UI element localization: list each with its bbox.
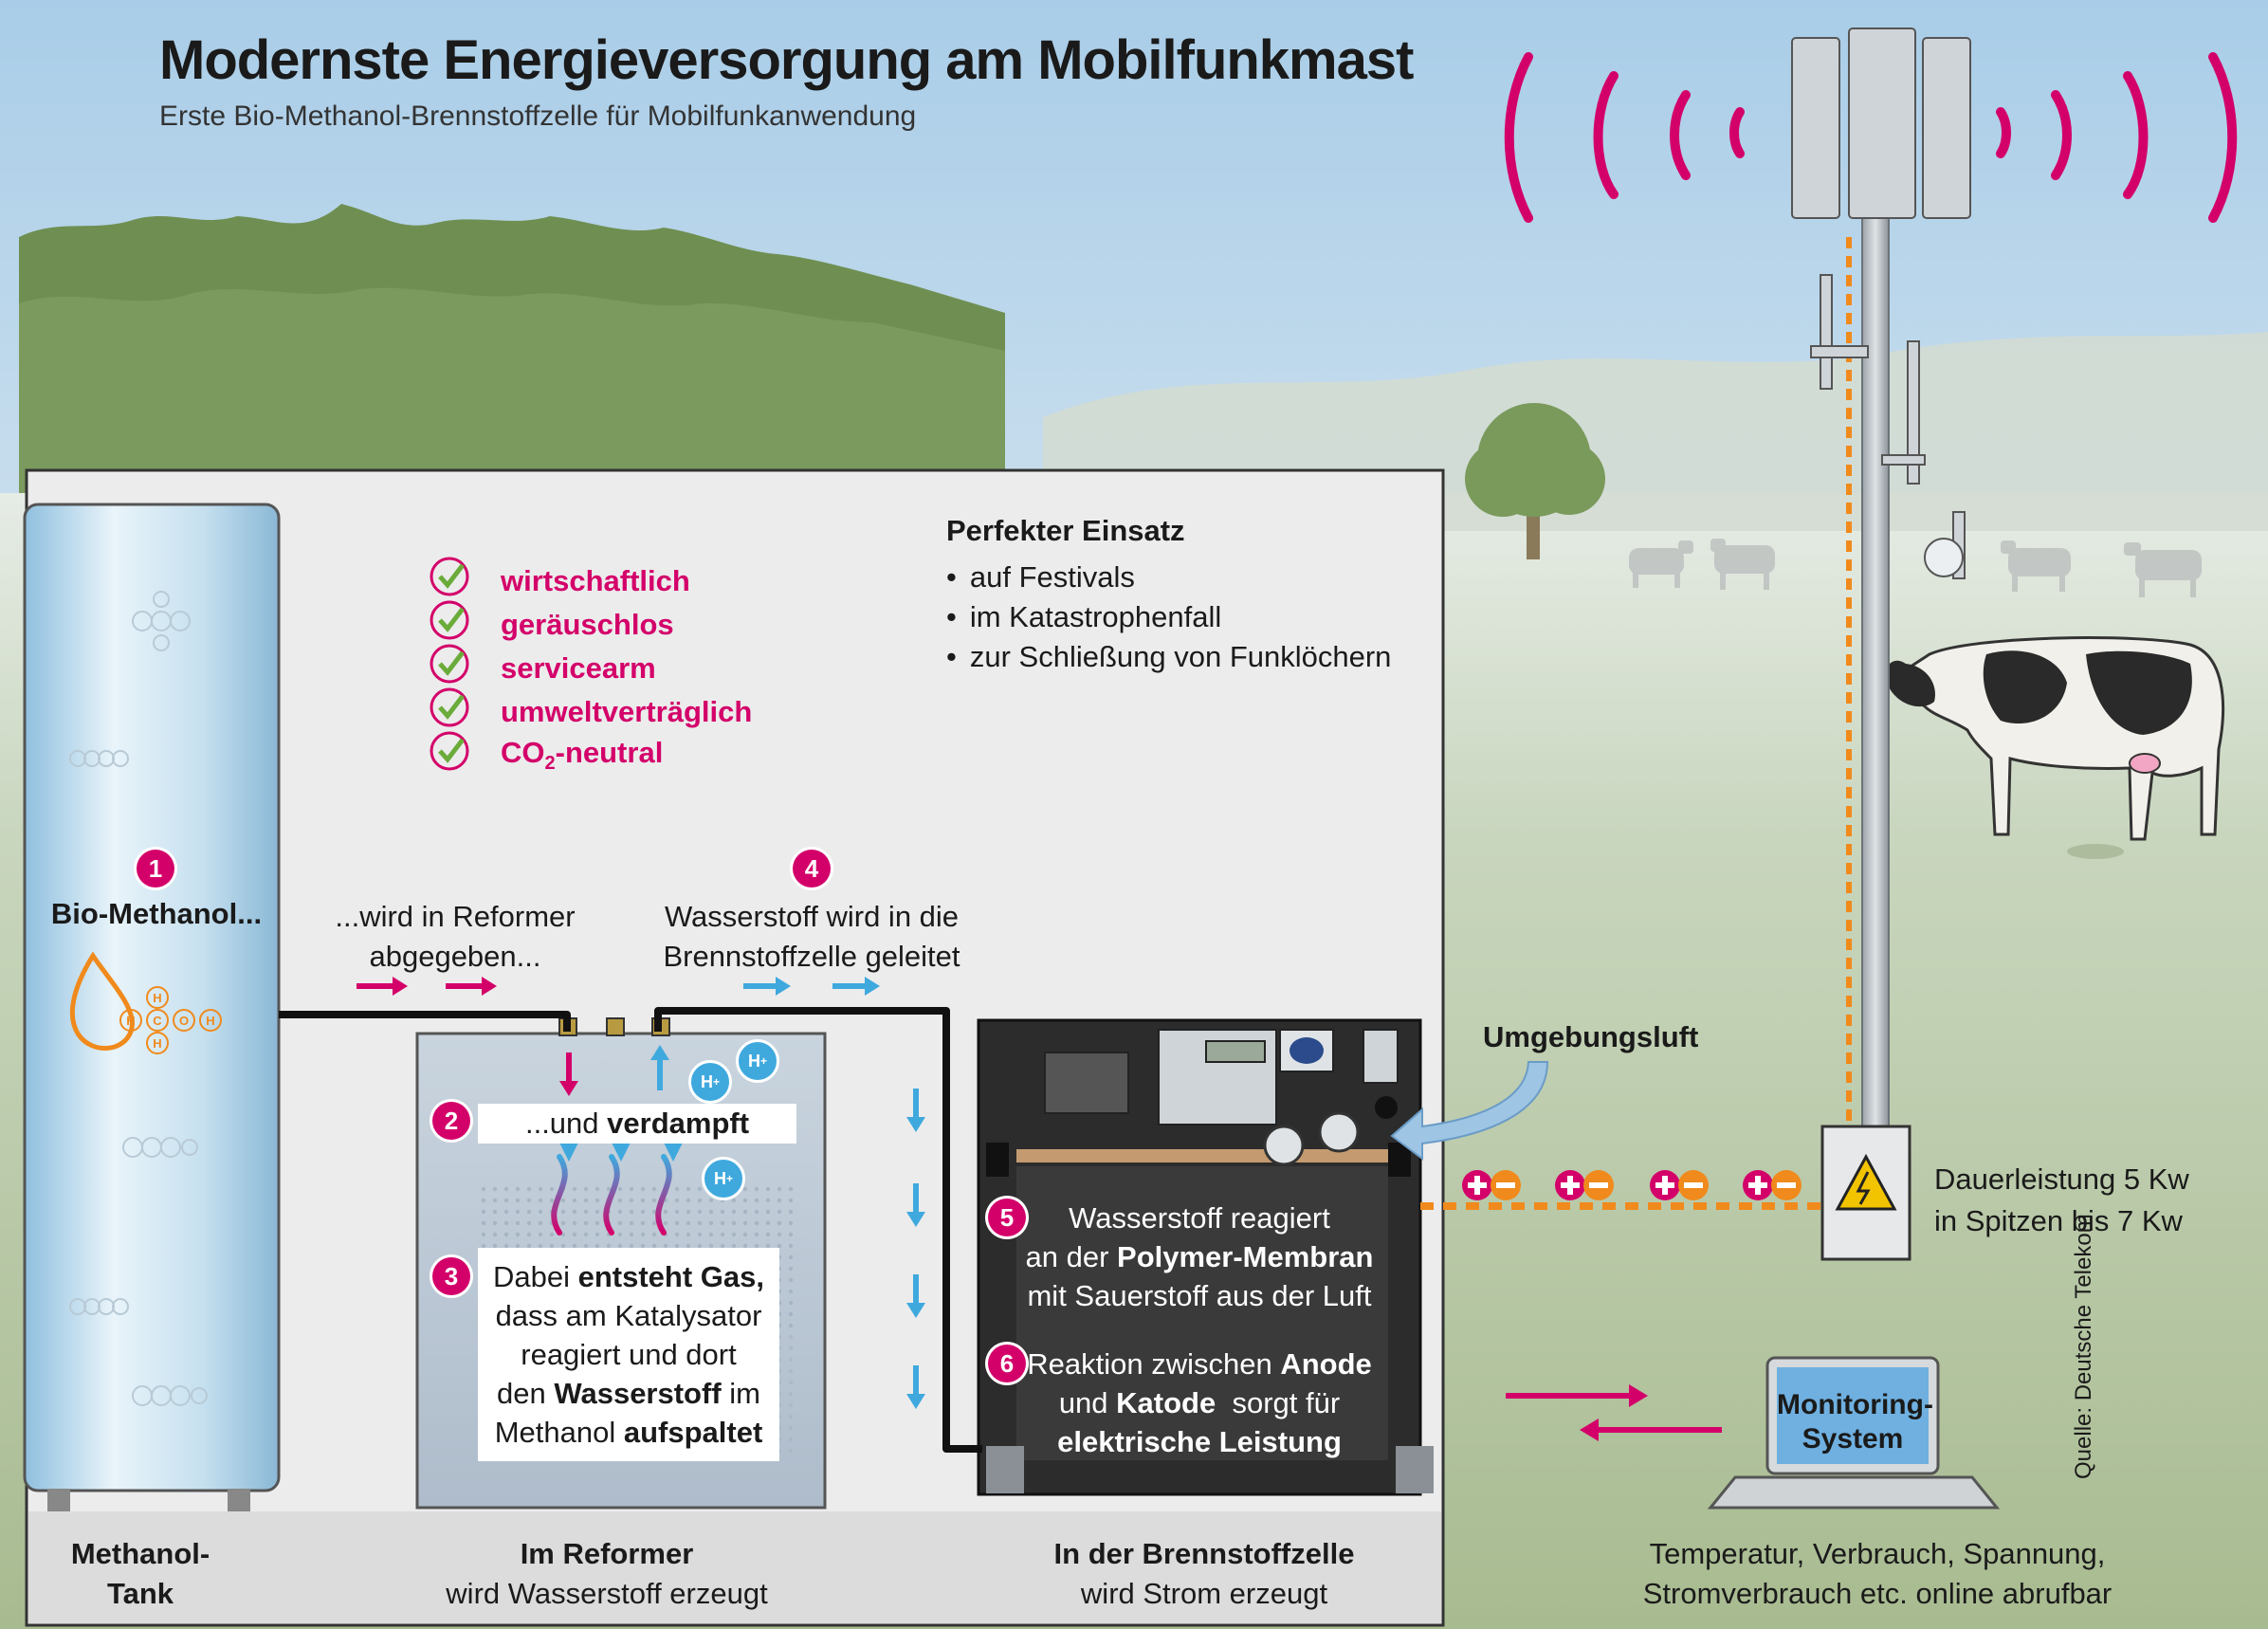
monitoring-caption: Temperatur, Verbrauch, Spannung,Stromver… (1642, 1537, 2113, 1610)
step-number-2: 2 (432, 1102, 470, 1140)
flow-arrows-hydrogen (743, 977, 925, 1409)
h-ion-2: H+ (736, 1039, 779, 1083)
source-credit: Quelle: Deutsche Telekom (2071, 1214, 2096, 1479)
step-2-box: ...und verdampft (478, 1104, 796, 1144)
monitoring-screen-label: Monitoring-System (1777, 1389, 1933, 1455)
step-number-5: 5 (988, 1199, 1026, 1236)
molecule-atom-h: H (146, 986, 169, 1009)
benefit-item: umweltverträglich (429, 690, 827, 734)
step-number-1: 1 (137, 850, 174, 888)
step-6-text: Reaktion zwischen Anode und Katode sorgt… (1027, 1347, 1372, 1458)
label-methanol-tank: Methanol-Tank (70, 1537, 210, 1610)
molecule-atom-o: O (173, 1009, 195, 1032)
pipe-reformer-cell (654, 1007, 982, 1453)
use-case-item: im Katastrophenfall (946, 597, 1420, 637)
step-1-label: Bio-Methanol... (50, 897, 263, 930)
radio-waves-right (1996, 52, 2238, 223)
benefit-item: wirtschaftlich (429, 559, 827, 603)
h-ion-1: H+ (688, 1060, 732, 1104)
benefit-label: wirtschaftlich (501, 564, 690, 597)
fuel-cell-unit (977, 1018, 1434, 1496)
benefit-label: umweltverträglich (501, 695, 753, 728)
power-box (1820, 1125, 1911, 1261)
step-5-text: Wasserstoff reagiert an der Polymer-Memb… (1025, 1201, 1374, 1312)
radio-waves-left (1504, 52, 1745, 223)
molecule-atom-h: H (119, 1009, 142, 1032)
plus-minus-icons (1462, 1170, 1802, 1200)
benefit-label: CO2-neutral (501, 736, 664, 775)
air-inflow-arrow (1390, 1061, 1549, 1161)
step-number-3: 3 (432, 1257, 470, 1295)
step-number-6: 6 (988, 1345, 1026, 1382)
heat-waves (551, 1154, 672, 1235)
h-ion-3: H+ (702, 1157, 745, 1200)
use-cases-heading: Perfekter Einsatz (946, 514, 1185, 547)
ambient-air-label: Umgebungsluft (1483, 1020, 1699, 1053)
cell-tower (1504, 27, 2238, 1261)
step-number-4: 4 (793, 850, 831, 888)
page-title: Modernste Energieversorgung am Mobilfunk… (159, 29, 1414, 91)
pipe-tank-reformer (279, 1011, 571, 1032)
use-cases: Perfekter Einsatz auf Festivals im Katas… (946, 514, 1420, 677)
page-subtitle: Erste Bio-Methanol-Brennstoffzelle für M… (159, 101, 917, 132)
benefit-label: servicearm (501, 651, 656, 685)
methanol-molecule: H C O H H H (119, 986, 233, 1054)
benefit-item: CO2-neutral (429, 734, 827, 778)
laptop-icon (1707, 1356, 2001, 1510)
molecule-atom-h: H (146, 1032, 169, 1054)
data-exchange-arrows (1506, 1384, 1722, 1441)
use-case-item: zur Schließung von Funklöchern (946, 637, 1420, 677)
distant-cows (1629, 539, 2202, 597)
check-icons (430, 557, 469, 771)
tank-molecule-pattern (69, 591, 208, 1406)
cow-illustration (1885, 636, 2224, 859)
bottom-strip (28, 1511, 1441, 1623)
flow-arrows-methanol (357, 977, 497, 996)
benefit-label: geräuschlos (501, 608, 674, 641)
high-voltage-icon (1835, 1153, 1897, 1211)
use-case-item: auf Festivals (946, 558, 1420, 597)
benefits-list: wirtschaftlich geräuschlos servicearm um… (429, 559, 827, 778)
step-3-box: Dabei entsteht Gas, dass am Katalysator … (478, 1248, 779, 1461)
molecule-atom-c: C (146, 1009, 169, 1032)
benefit-item: geräuschlos (429, 603, 827, 647)
fuel-drop-icon (69, 951, 135, 1051)
molecule-atom-h: H (199, 1009, 222, 1032)
benefit-item: servicearm (429, 647, 827, 690)
